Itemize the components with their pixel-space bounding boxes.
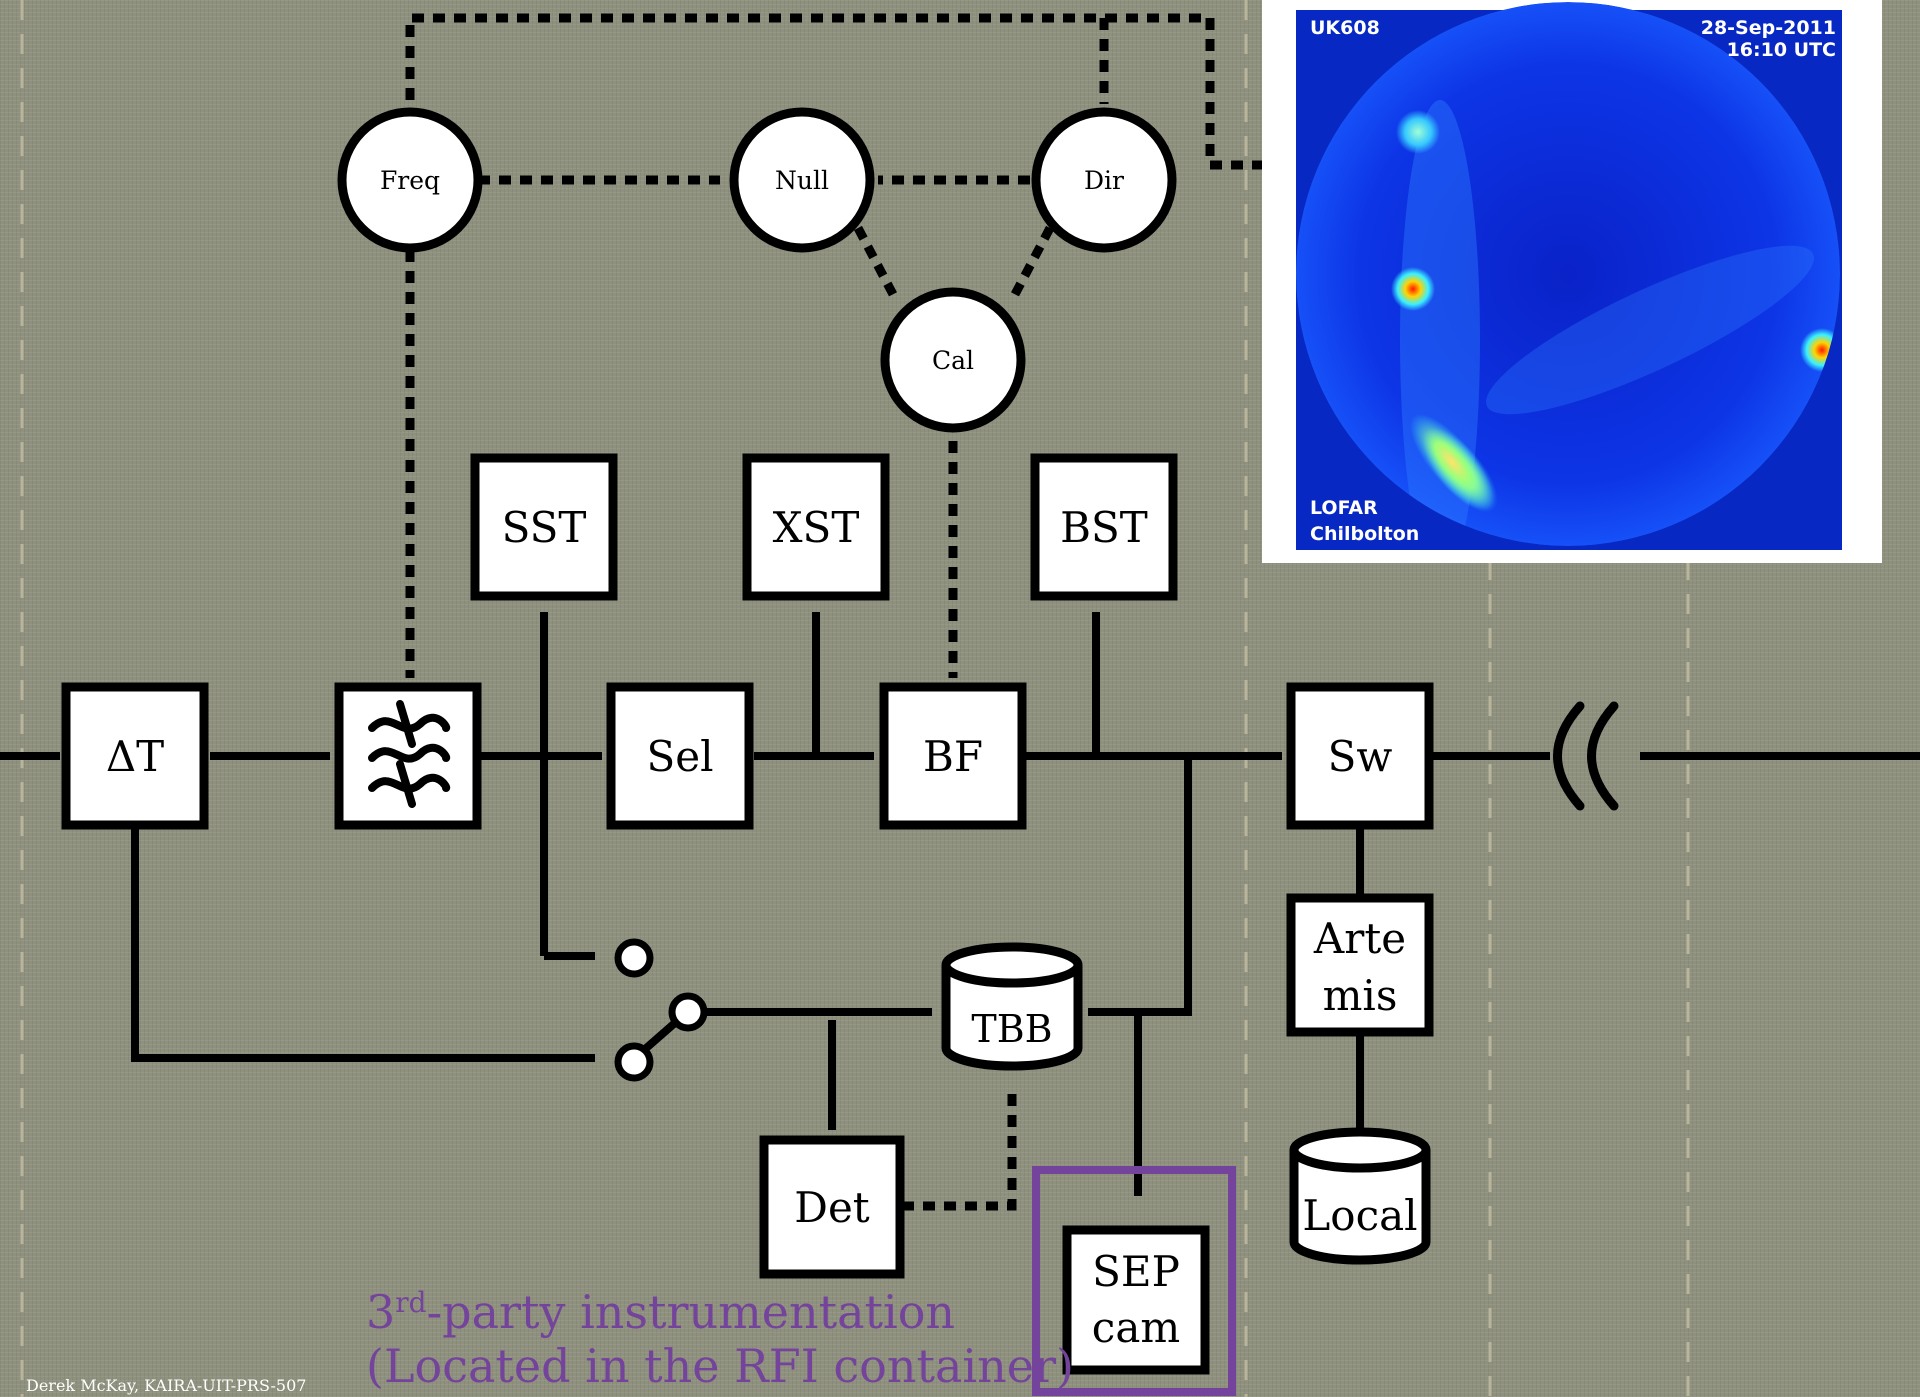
third-party-caption-line2: (Located in the RFI container) — [366, 1339, 1074, 1393]
box-sel: Sel — [606, 682, 754, 830]
box-sel-label: Sel — [646, 732, 713, 781]
box-artemis-label-line2: mis — [1323, 971, 1398, 1020]
author-credit: Derek McKay, KAIRA-UIT-PRS-507 — [26, 1376, 306, 1395]
node-cal-label: Cal — [932, 346, 974, 375]
cylinder-local-label: Local — [1302, 1191, 1417, 1240]
map-time-label: 16:10 UTC — [1727, 39, 1836, 61]
box-delta-t: ΔT — [61, 682, 209, 830]
node-null-label: Null — [775, 166, 829, 195]
box-artemis: Arte mis — [1286, 893, 1434, 1037]
box-sep-cam-label-line1: SEP — [1092, 1247, 1180, 1296]
box-sst-label: SST — [502, 503, 587, 552]
map-date-label: 28-Sep-2011 — [1701, 17, 1836, 39]
box-sep-cam-label-line2: cam — [1092, 1303, 1180, 1352]
box-sw-label: Sw — [1328, 732, 1393, 781]
line-break-symbol — [1553, 701, 1619, 811]
box-filter — [334, 682, 482, 830]
box-bf: BF — [879, 682, 1027, 830]
third-party-caption-line1: 3rd-party instrumentation — [366, 1285, 955, 1339]
cylinder-tbb: TBB — [941, 942, 1083, 1071]
box-xst-label: XST — [773, 503, 860, 552]
box-bst-label: BST — [1060, 503, 1148, 552]
node-freq: Freq — [337, 107, 483, 253]
box-det: Det — [759, 1135, 905, 1279]
cylinder-local: Local — [1289, 1127, 1431, 1265]
inset-sky-map: UK608 28-Sep-2011 16:10 UTC LOFAR Chilbo… — [1262, 0, 1882, 563]
box-delta-t-label: ΔT — [106, 732, 164, 781]
box-artemis-label-line1: Arte — [1313, 914, 1406, 963]
box-sep-cam: SEP cam — [1062, 1225, 1210, 1375]
node-dir: Dir — [1031, 107, 1177, 253]
node-dir-label: Dir — [1084, 166, 1124, 195]
map-lofar-label: LOFAR — [1310, 497, 1378, 519]
node-null: Null — [729, 107, 875, 253]
box-xst: XST — [742, 453, 890, 601]
map-site-label: Chilbolton — [1310, 523, 1419, 545]
signal-lines — [0, 612, 1920, 1196]
node-cal: Cal — [880, 287, 1026, 433]
box-bf-label: BF — [923, 732, 983, 781]
box-sst: SST — [470, 453, 618, 601]
box-det-label: Det — [794, 1183, 870, 1232]
third-party-highlight — [1032, 1166, 1236, 1396]
control-lines — [405, 13, 1265, 1211]
node-freq-label: Freq — [380, 166, 440, 195]
bandpass-filter-icon — [368, 700, 451, 808]
switch-contacts — [614, 938, 708, 1082]
box-bst: BST — [1030, 453, 1178, 601]
map-station-label: UK608 — [1310, 17, 1380, 39]
dashed-separators — [20, 0, 1690, 1397]
box-sw: Sw — [1286, 682, 1434, 830]
cylinder-tbb-label: TBB — [971, 1007, 1052, 1051]
